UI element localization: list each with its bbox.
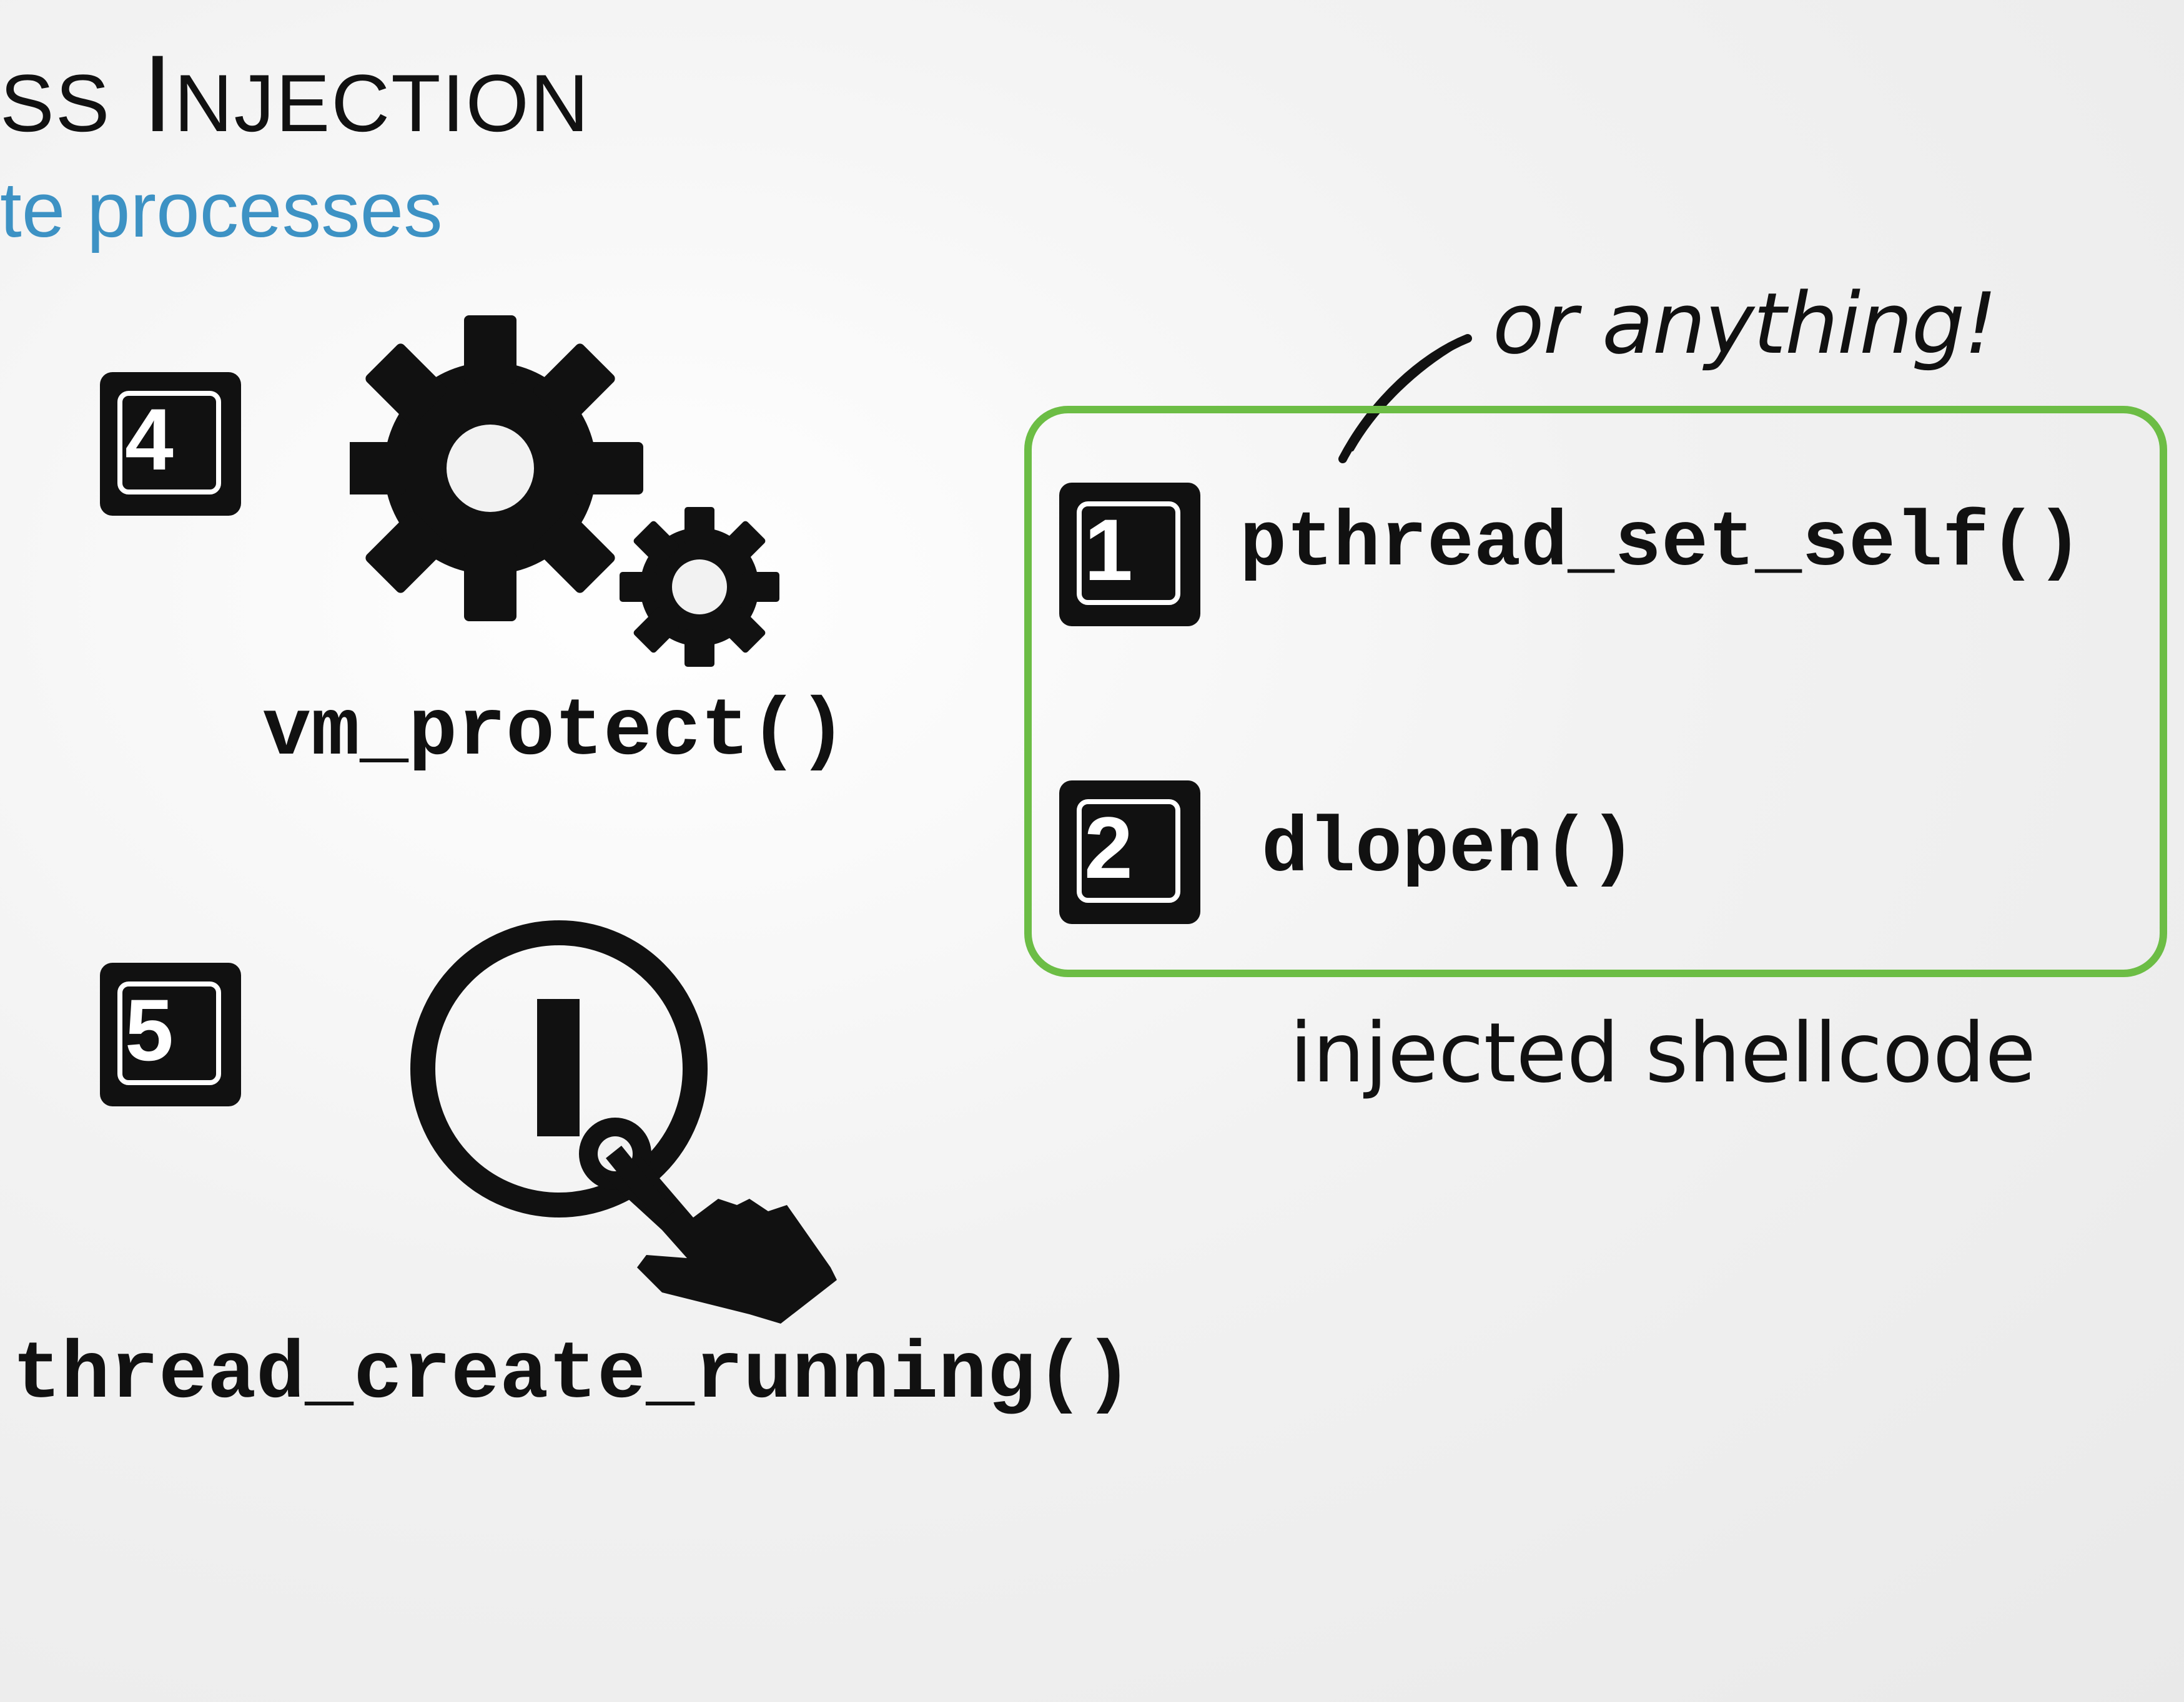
shellcode-caption: injected shellcode <box>1290 1005 2036 1101</box>
step-4-number: 4 <box>125 390 174 488</box>
item-1-keycap: 1 <box>1059 483 1200 626</box>
item-2-number: 2 <box>1084 799 1133 897</box>
item-2-label: dlopen() <box>1262 805 1637 894</box>
gears-icon <box>350 315 779 667</box>
step-5-keycap: 5 <box>100 963 241 1106</box>
step-5-label: thread_create_running() <box>12 1330 1134 1422</box>
annotation-stroke <box>1338 334 1472 463</box>
step-4-label: vm_protect() <box>262 687 847 779</box>
item-1-number: 1 <box>1084 501 1133 599</box>
shellcode-box <box>1024 406 2167 977</box>
slide-subtitle: te processes <box>0 167 443 253</box>
title-part-1: S <box>0 57 56 149</box>
step-4-keycap: 4 <box>100 372 241 516</box>
title-part-3: I <box>142 33 174 155</box>
slide-title: SS INJECTION <box>0 31 590 157</box>
shellcode-annotation: or anything! <box>1493 275 1998 373</box>
title-part-2: S <box>55 57 111 149</box>
power-button-press-icon <box>410 920 837 1324</box>
item-2-keycap: 2 <box>1059 780 1200 924</box>
step-5-number: 5 <box>125 981 174 1079</box>
item-1-label: pthread_set_self() <box>1240 499 2083 588</box>
title-part-4: NJECTION <box>174 57 590 149</box>
